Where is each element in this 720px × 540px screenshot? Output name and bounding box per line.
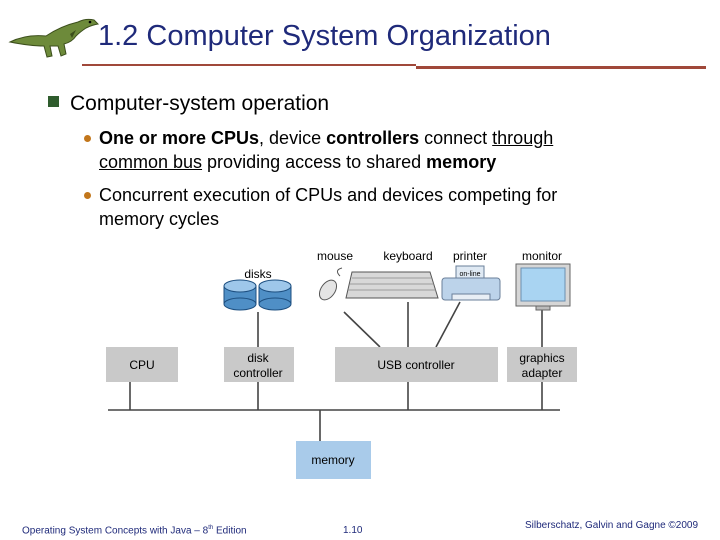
text-run: Concurrent execution of CPUs and devices… <box>99 185 558 205</box>
text-run: memory cycles <box>99 209 220 229</box>
bullet-1-line-1: One or more CPUs, device controllers con… <box>99 126 553 150</box>
footer-book-title: Operating System Concepts with Java – 8t… <box>22 525 247 537</box>
mouse-icon <box>318 267 343 301</box>
text-run: One or more CPUs <box>99 128 260 148</box>
footer-slide-number: 1.10 <box>343 525 363 536</box>
bullet-1-line-2: common bus providing access to shared me… <box>99 150 496 174</box>
text-run: memory <box>426 152 497 172</box>
slide-title: 1.2 Computer System Organization <box>98 20 551 52</box>
square-bullet-icon <box>48 96 59 107</box>
usb-controller-label: USB controller <box>377 358 454 372</box>
disk-controller-label-line-1: disk <box>247 351 269 365</box>
disk-icon <box>258 279 292 311</box>
text-run: common bus <box>99 152 203 172</box>
disks-label: disks <box>244 267 271 281</box>
text-run: , device <box>259 128 327 148</box>
cpu-box <box>106 347 178 382</box>
memory-label: memory <box>311 453 354 467</box>
graphics-adapter-label-line-1: graphics <box>519 351 564 365</box>
round-bullet-icon <box>84 135 91 142</box>
disk-controller-box <box>224 347 294 382</box>
printer-label: printer <box>453 249 487 263</box>
footer-copyright: Silberschatz, Galvin and Gagne ©2009 <box>525 520 699 531</box>
title-rule <box>82 64 416 66</box>
text-run: controllers <box>326 128 420 148</box>
text-run: through <box>492 128 554 148</box>
dinosaur-logo-icon <box>8 18 100 58</box>
mouse-label: mouse <box>317 249 353 263</box>
graphics-adapter-label-line-2: adapter <box>522 366 563 380</box>
system-organization-diagram: disks mouse keyboard printer monitor <box>106 249 577 479</box>
text-run: providing access to shared <box>202 152 427 172</box>
keyboard-icon <box>345 271 439 299</box>
cpu-label: CPU <box>129 358 154 372</box>
bullet-2-line-1: Concurrent execution of CPUs and devices… <box>99 183 557 207</box>
graphics-adapter-box <box>507 347 577 382</box>
usb-controller-box <box>335 347 498 382</box>
bullet-2-line-2: memory cycles <box>99 207 219 231</box>
title-rule-accent <box>416 66 706 69</box>
keyboard-label: keyboard <box>383 249 432 263</box>
monitor-label: monitor <box>522 249 562 263</box>
printer-panel-label: on-line <box>459 271 480 278</box>
printer-icon: on-line <box>441 265 501 301</box>
text-run: connect <box>419 128 493 148</box>
disk-icon <box>223 279 257 311</box>
monitor-icon <box>515 263 571 311</box>
round-bullet-icon <box>84 192 91 199</box>
memory-box <box>296 441 371 479</box>
disk-controller-label-line-2: controller <box>233 366 282 380</box>
bullet-heading: Computer-system operation <box>70 92 330 115</box>
bus-lines <box>108 301 560 441</box>
